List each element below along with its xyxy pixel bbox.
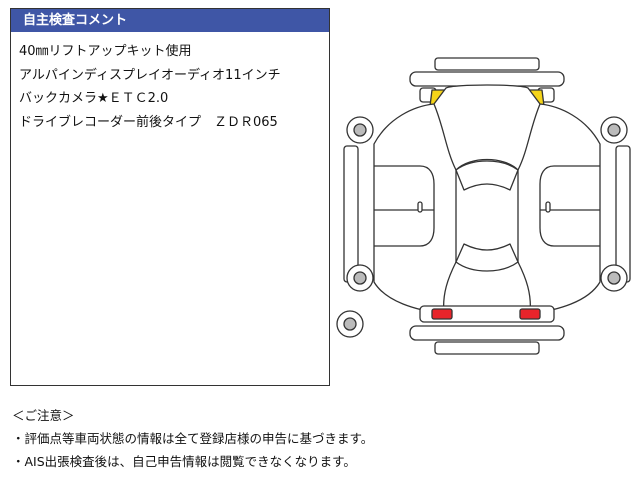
notes-section: ＜ご注意＞ ・評価点等車両状態の情報は全て登録店様の申告に基づきます。 ・AIS… (12, 404, 373, 473)
taillamp-left (431, 308, 453, 320)
rear-window (455, 243, 519, 272)
comment-line: アルパインディスプレイオーディオ11インチ (19, 67, 281, 83)
front-plate (434, 57, 540, 71)
wheel-rear-right (600, 264, 628, 292)
comment-line: 40㎜リフトアップキット使用 (19, 44, 192, 59)
windshield (455, 160, 519, 191)
car-damage-diagram (336, 57, 631, 355)
front-bumper (409, 71, 565, 87)
rear-bumper (409, 325, 565, 341)
hood-panel (433, 103, 541, 171)
comment-line: バックカメラ★ＥＴＣ2.0 (19, 91, 169, 106)
right-door-panels (539, 165, 600, 247)
right-door-handle (545, 201, 551, 213)
left-door-panels (374, 165, 435, 247)
wheel-spare (336, 310, 364, 338)
inspection-comment-box: 自主検査コメント 40㎜リフトアップキット使用 アルパインディスプレイオーディオ… (10, 8, 330, 386)
wheel-front-right (600, 116, 628, 144)
right-side-sill (615, 145, 631, 283)
wheel-front-left (346, 116, 374, 144)
rear-plate (434, 341, 540, 355)
comment-line: ドライブレコーダー前後タイプ ＺＤＲ065 (19, 114, 278, 130)
left-door-handle (417, 201, 423, 213)
note-line: ・AIS出張検査後は、自己申告情報は閲覧できなくなります。 (12, 454, 356, 469)
left-side-sill (343, 145, 359, 283)
comment-header: 自主検査コメント (11, 9, 329, 32)
wheel-rear-left (346, 264, 374, 292)
note-line: ・評価点等車両状態の情報は全て登録店様の申告に基づきます。 (12, 431, 374, 446)
comment-body: 40㎜リフトアップキット使用 アルパインディスプレイオーディオ11インチ バック… (11, 32, 329, 134)
notes-title: ＜ご注意＞ (12, 408, 75, 423)
taillamp-right (519, 308, 541, 320)
